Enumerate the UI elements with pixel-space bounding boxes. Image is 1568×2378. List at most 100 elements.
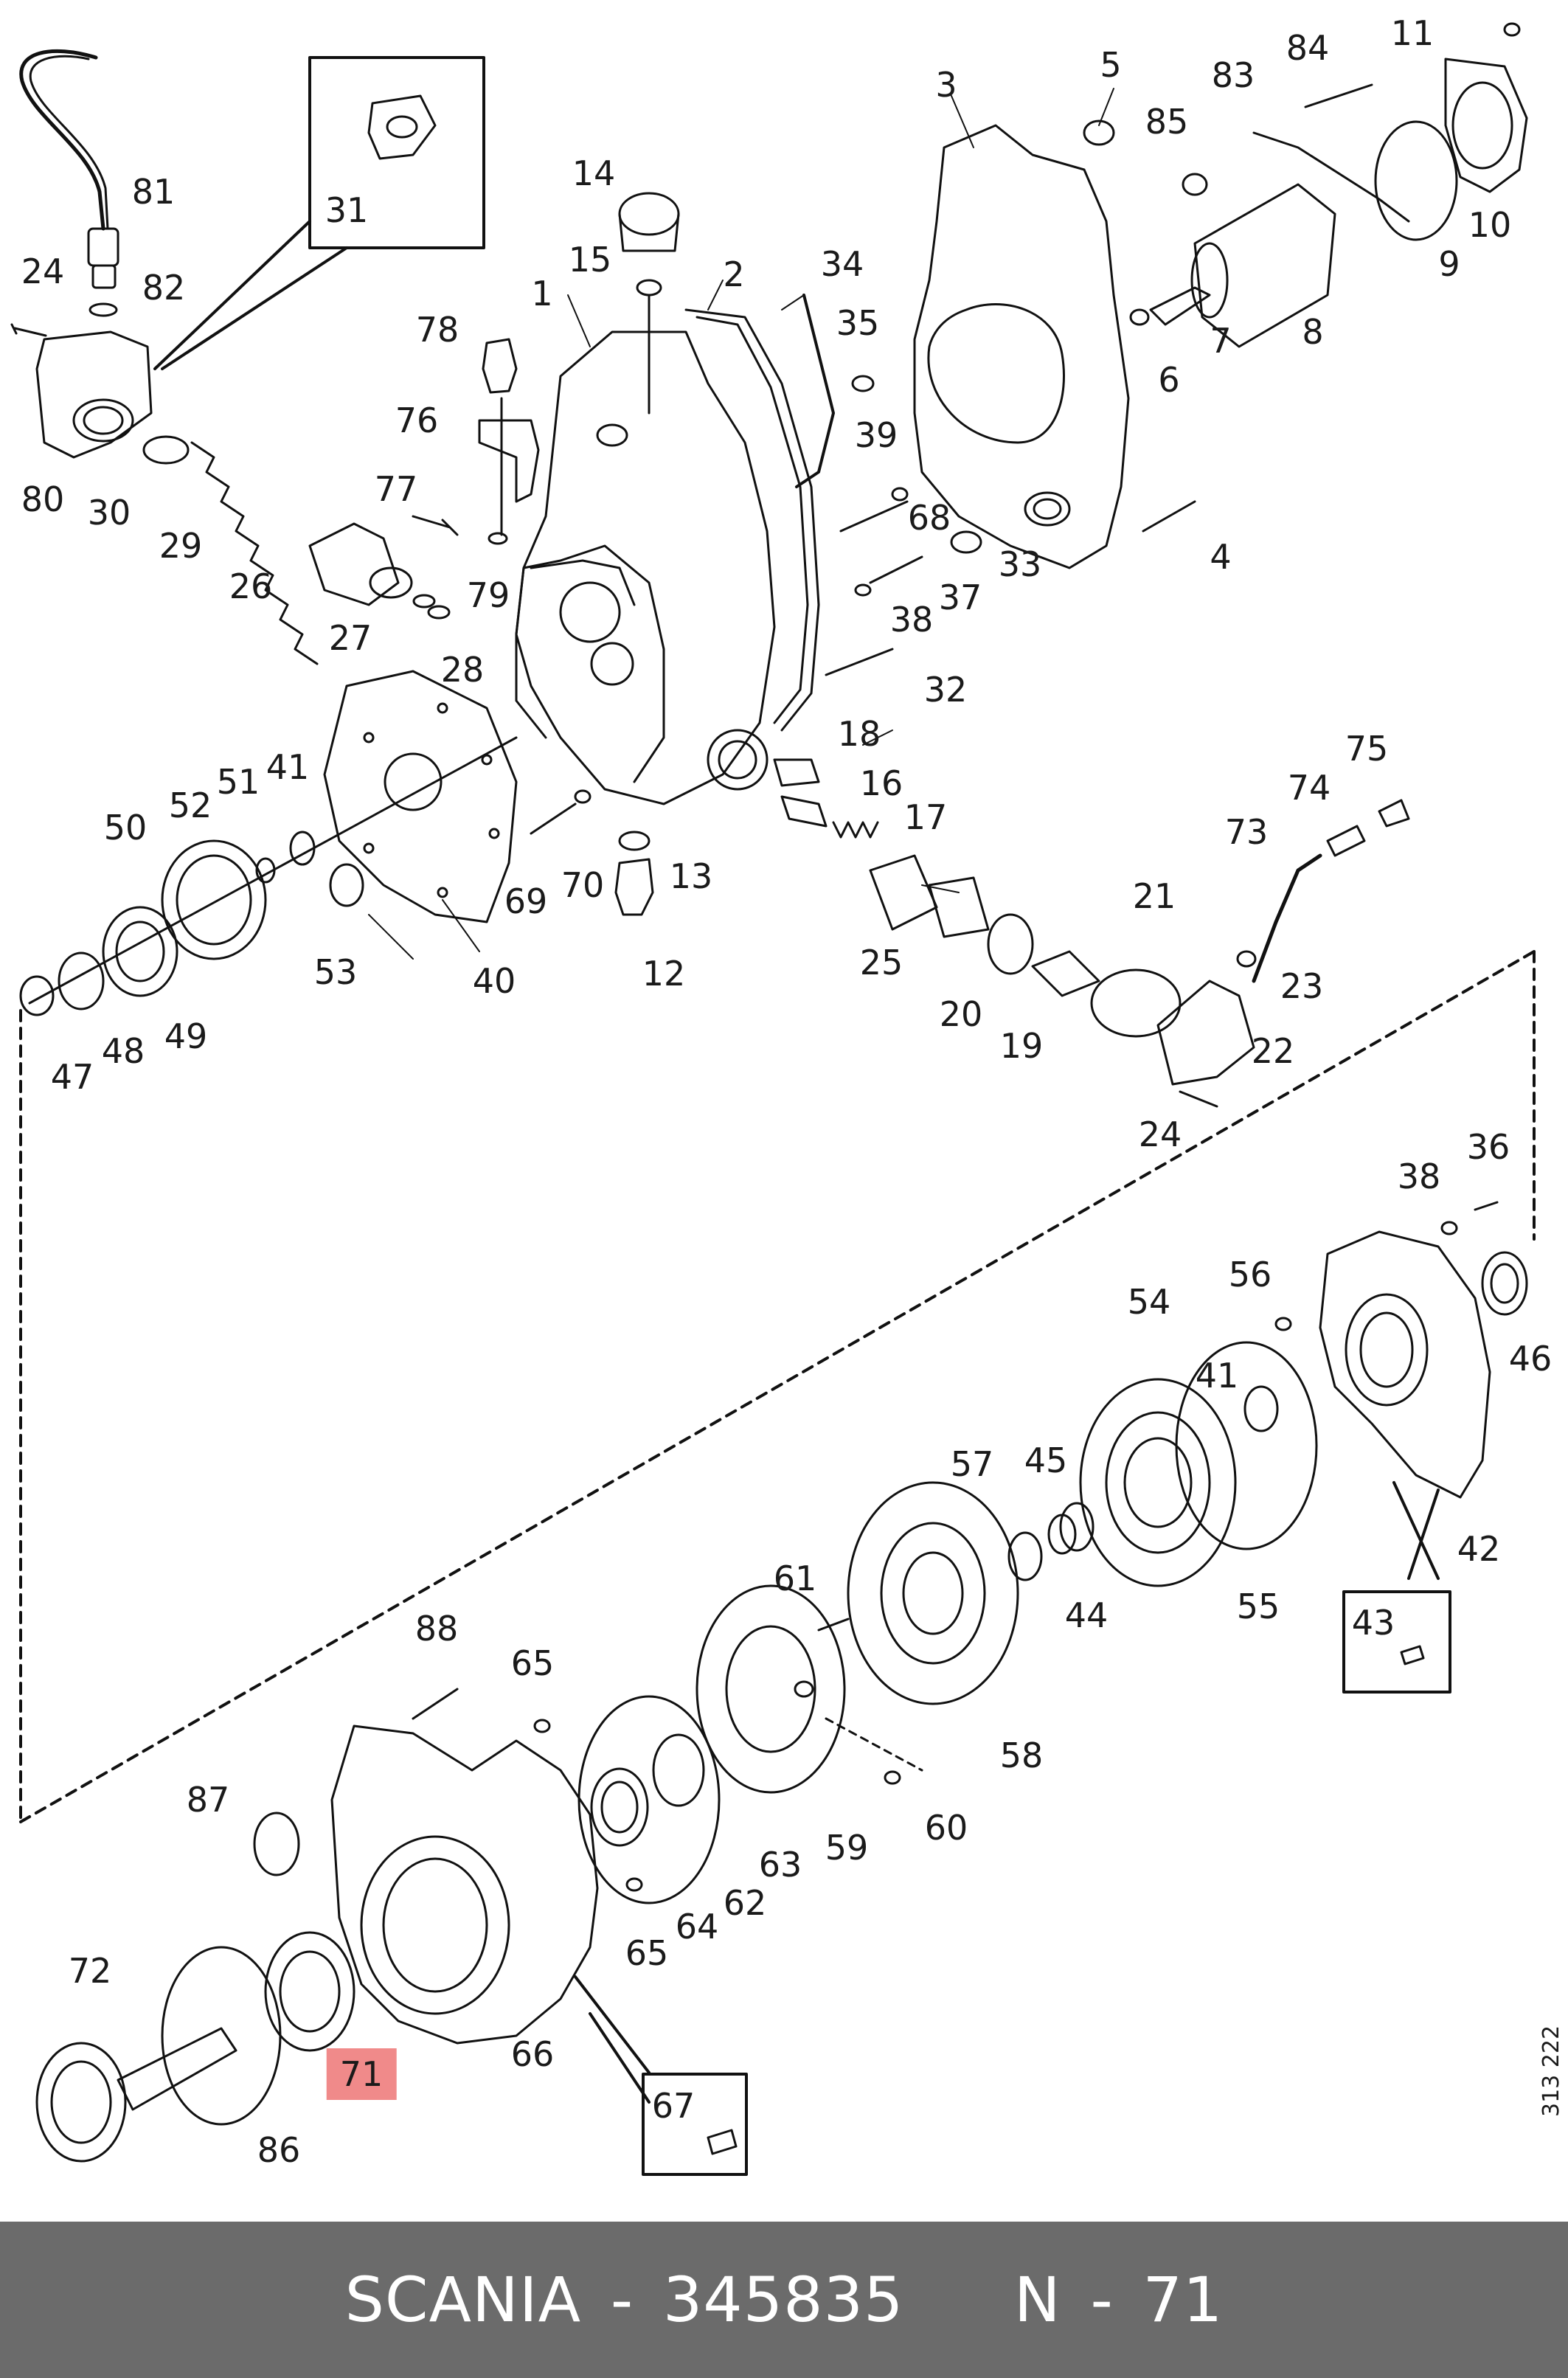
callout-8: 8 xyxy=(1302,312,1324,352)
callout-11: 11 xyxy=(1390,13,1435,53)
callout-30: 30 xyxy=(87,493,131,533)
footer-caption: SCANIA - 345835 N - 71 xyxy=(341,2264,1228,2336)
callout-26: 26 xyxy=(229,566,273,606)
gasket-2 xyxy=(684,308,820,732)
callout-3: 3 xyxy=(935,65,957,105)
callout-18: 18 xyxy=(837,714,881,754)
gear-72 xyxy=(35,2042,127,2163)
callout-17: 17 xyxy=(903,797,948,837)
fitting-16 xyxy=(780,795,828,828)
washer-82 xyxy=(89,302,118,317)
callout-46: 46 xyxy=(1508,1339,1553,1379)
drain-plug-12 xyxy=(614,858,654,916)
callout-43: 43 xyxy=(1351,1603,1395,1643)
callout-60: 60 xyxy=(924,1808,968,1848)
callout-65-lower: 65 xyxy=(625,1933,669,1973)
circlip-53 xyxy=(329,863,364,907)
fitting-18 xyxy=(773,758,820,787)
callout-57: 57 xyxy=(950,1444,994,1484)
plug-5 xyxy=(1083,119,1115,146)
gasket-21 xyxy=(1090,968,1182,1038)
washer-70 xyxy=(574,789,592,804)
footer-ref-number: 71 xyxy=(1142,2264,1224,2336)
bolt-69 xyxy=(530,803,577,835)
callout-13: 13 xyxy=(669,856,713,896)
callout-27: 27 xyxy=(328,618,372,658)
callout-38-lower: 38 xyxy=(1397,1157,1441,1196)
callout-20: 20 xyxy=(939,994,983,1034)
callout-79: 79 xyxy=(466,575,510,615)
callout-41-lower: 41 xyxy=(1195,1356,1239,1396)
callout-50: 50 xyxy=(103,808,148,847)
callout-83: 83 xyxy=(1211,55,1255,95)
bolt-37 xyxy=(869,555,923,584)
callout-7: 7 xyxy=(1210,321,1232,361)
callout-72: 72 xyxy=(68,1951,112,1991)
callout-40: 40 xyxy=(472,961,516,1001)
callout-9: 9 xyxy=(1438,244,1460,284)
inset-box-43 xyxy=(1342,1590,1451,1694)
callout-32: 32 xyxy=(923,670,968,710)
inset-box-67 xyxy=(642,2073,748,2176)
pump-22 xyxy=(1156,980,1255,1086)
callout-28: 28 xyxy=(440,650,485,690)
callout-55: 55 xyxy=(1236,1587,1280,1626)
cover-10 xyxy=(1444,58,1528,193)
callout-35: 35 xyxy=(836,303,880,343)
callout-29: 29 xyxy=(159,526,203,566)
oring-30 xyxy=(142,435,190,465)
bolt-61 xyxy=(817,1618,850,1632)
callout-37: 37 xyxy=(938,578,982,617)
pipe-34 xyxy=(795,294,835,488)
callout-58: 58 xyxy=(999,1736,1044,1775)
callout-80: 80 xyxy=(21,479,65,519)
bolt-35 xyxy=(851,375,875,392)
inset-box-31 xyxy=(308,56,485,249)
footer-separator: - xyxy=(610,2264,634,2336)
bolt-11 xyxy=(1503,22,1521,37)
callout-25: 25 xyxy=(859,943,903,982)
washer-48 xyxy=(58,951,105,1011)
callout-48: 48 xyxy=(101,1031,145,1071)
disc-55 xyxy=(1079,1378,1237,1587)
callout-24-lower: 24 xyxy=(1138,1115,1182,1154)
bolt-24-lower xyxy=(1179,1090,1218,1108)
oring-87 xyxy=(253,1812,300,1876)
callout-56: 56 xyxy=(1228,1255,1272,1294)
washer-28 xyxy=(427,605,451,620)
callout-82: 82 xyxy=(142,268,186,308)
callout-85: 85 xyxy=(1145,102,1189,142)
callout-22: 22 xyxy=(1251,1031,1295,1071)
callout-67: 67 xyxy=(651,2086,695,2126)
cover-40 xyxy=(323,670,518,923)
washer-68 xyxy=(891,487,909,502)
spring-17 xyxy=(832,821,879,839)
gear-49 xyxy=(102,906,178,997)
housing-42 xyxy=(1319,1230,1491,1499)
pipe-73 xyxy=(1252,853,1322,983)
filter-element-8 xyxy=(1193,183,1336,348)
washer-27 xyxy=(412,594,436,609)
callout-88: 88 xyxy=(414,1609,459,1649)
drawing-number: 313 222 xyxy=(1538,2025,1564,2117)
callout-16: 16 xyxy=(859,763,903,803)
callout-53: 53 xyxy=(313,952,358,992)
callout-62: 62 xyxy=(723,1883,767,1923)
ring-gear-50 xyxy=(161,839,267,960)
callout-64: 64 xyxy=(675,1907,719,1947)
bolt-36 xyxy=(1474,1201,1499,1211)
callout-19: 19 xyxy=(999,1026,1044,1066)
callout-75: 75 xyxy=(1345,729,1389,769)
callout-54: 54 xyxy=(1127,1282,1171,1322)
callout-2: 2 xyxy=(723,254,745,294)
callout-41-upper: 41 xyxy=(266,747,310,787)
fitting-75 xyxy=(1378,799,1410,828)
callout-23: 23 xyxy=(1280,966,1324,1006)
seal-63 xyxy=(652,1733,705,1807)
bolt-24-upper xyxy=(10,323,47,337)
callout-38-upper: 38 xyxy=(889,600,934,639)
callout-14: 14 xyxy=(572,153,616,193)
callout-52: 52 xyxy=(168,786,212,825)
sensor-tube xyxy=(19,49,105,231)
